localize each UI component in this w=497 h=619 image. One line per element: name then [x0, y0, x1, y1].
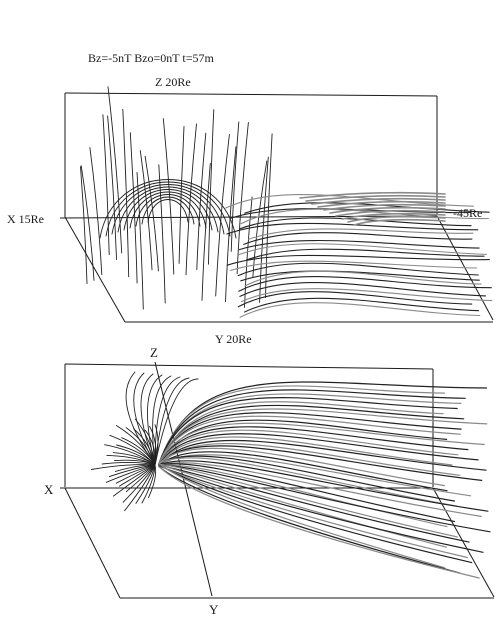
top-vertical-line	[209, 110, 214, 265]
bottom-axis-y-label: Y	[209, 602, 219, 617]
top-axis-y-label: Y 20Re	[215, 332, 252, 346]
bottom-axis-z-label: Z	[150, 345, 158, 360]
top-axis-z-label: Z 20Re	[155, 75, 191, 89]
top-dome-line	[118, 187, 218, 232]
top-vertical-line	[145, 156, 158, 271]
top-vertical-line	[237, 123, 248, 274]
bottom-axis-x-label: X	[44, 482, 54, 497]
top-tail-line	[240, 303, 480, 318]
top-vertical-line	[159, 165, 165, 303]
top-field-lines	[81, 87, 492, 318]
bottom-frame-y-axis	[65, 488, 120, 598]
top-vertical-line	[123, 109, 129, 276]
figure-title: Bz=-5nT Bzo=0nT t=57m	[88, 51, 215, 65]
top-panel: Z 20Re X 15Re -45Re Y 20Re	[7, 75, 493, 346]
bottom-field-lines	[91, 372, 490, 578]
bottom-ray-line	[113, 465, 155, 496]
bottom-frame-back-top	[65, 364, 433, 369]
top-tail-line	[231, 261, 477, 270]
top-vertical-line	[130, 133, 137, 283]
bottom-panel: Z X Y	[44, 345, 494, 617]
top-vertical-line	[163, 119, 174, 275]
top-vertical-line	[81, 166, 94, 281]
top-vertical-line	[266, 134, 273, 298]
top-axis-x-label: X 15Re	[7, 212, 44, 226]
top-frame-back-top	[65, 93, 437, 96]
top-axis-x-far-label: -45Re	[453, 206, 482, 220]
top-tail-line	[247, 249, 485, 260]
top-frame-y-axis	[65, 217, 125, 322]
